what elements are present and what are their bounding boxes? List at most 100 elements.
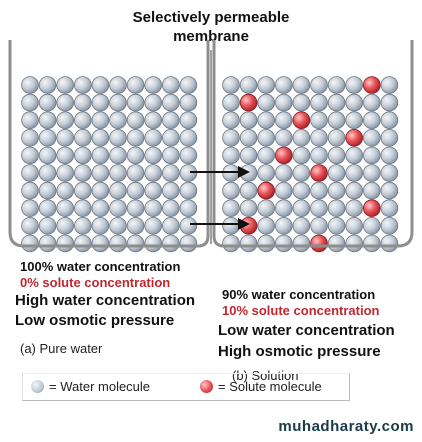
- right-water-molecule: [327, 181, 346, 200]
- left-water-molecule: [91, 234, 110, 253]
- solution-molecules: [222, 76, 399, 253]
- right-beaker-wall: [212, 40, 414, 248]
- right-water-molecule: [257, 164, 276, 182]
- left-water-molecule: [144, 146, 163, 165]
- right-water-molecule: [274, 93, 293, 112]
- right-water-molecule: [257, 217, 276, 235]
- right-water-molecule: [380, 76, 399, 94]
- left-water-molecule: [74, 181, 92, 200]
- left-water-molecule: [162, 199, 180, 218]
- right-water-molecule: [380, 234, 399, 253]
- left-water-molecule: [21, 217, 39, 235]
- right-water-molecule: [327, 93, 346, 112]
- left-water-molecule: [91, 217, 110, 235]
- right-water-molecule: [327, 129, 346, 147]
- right-water-molecule: [274, 217, 293, 235]
- right-water-molecule: [274, 164, 293, 182]
- left-water-molecule: [144, 93, 163, 112]
- left-water-molecule: [56, 181, 74, 200]
- left-water-molecule: [179, 93, 198, 112]
- left-water-concentration: 100% water concentration: [20, 259, 181, 274]
- left-water-molecule: [109, 164, 127, 182]
- right-water-molecule: [239, 181, 258, 200]
- arrow-lower: [190, 218, 250, 230]
- left-water-molecule: [144, 111, 163, 129]
- right-water-molecule: [380, 146, 399, 165]
- right-water-molecule: [327, 76, 346, 94]
- left-water-molecule: [126, 129, 145, 147]
- right-solute-molecule: [239, 93, 258, 112]
- right-water-molecule: [257, 234, 276, 253]
- right-water-molecule: [274, 111, 293, 129]
- legend-solute-label: = Solute molecule: [218, 379, 322, 394]
- left-water-molecule: [91, 164, 110, 182]
- right-water-molecule: [222, 199, 240, 218]
- left-water-molecule: [74, 76, 92, 94]
- right-solute-molecule: [345, 129, 364, 147]
- right-water-molecule: [362, 234, 381, 253]
- left-water-molecule: [91, 111, 110, 129]
- arrow-upper: [190, 166, 250, 178]
- left-water-molecule: [109, 111, 127, 129]
- right-water-molecule: [292, 234, 311, 253]
- left-water-molecule: [126, 93, 145, 112]
- left-water-molecule: [109, 76, 127, 94]
- left-water-molecule: [162, 111, 180, 129]
- left-water-molecule: [56, 234, 74, 253]
- left-water-molecule: [144, 76, 163, 94]
- right-water-concentration: 90% water concentration: [222, 287, 376, 302]
- osmosis-diagram: [8, 40, 414, 253]
- left-water-molecule: [74, 93, 92, 112]
- right-water-molecule: [257, 93, 276, 112]
- right-water-molecule: [239, 199, 258, 218]
- legend-water-label: = Water molecule: [49, 379, 151, 394]
- left-water-molecule: [74, 111, 92, 129]
- right-water-molecule: [362, 146, 381, 165]
- left-water-molecule: [21, 93, 39, 112]
- left-water-molecule: [91, 76, 110, 94]
- left-water-molecule: [74, 199, 92, 218]
- left-water-molecule: [21, 234, 39, 253]
- right-water-molecule: [274, 234, 293, 253]
- right-water-molecule: [380, 181, 399, 200]
- left-water-molecule: [56, 129, 74, 147]
- right-water-molecule: [222, 234, 240, 253]
- left-water-molecule: [162, 76, 180, 94]
- right-solute-concentration: 10% solute concentration: [222, 303, 380, 318]
- left-water-molecule: [91, 93, 110, 112]
- right-water-molecule: [274, 181, 293, 200]
- left-water-molecule: [56, 76, 74, 94]
- left-water-molecule: [91, 146, 110, 165]
- right-water-molecule: [362, 164, 381, 182]
- left-water-molecule: [56, 217, 74, 235]
- right-water-molecule: [274, 199, 293, 218]
- left-water-molecule: [38, 199, 57, 218]
- right-water-molecule: [310, 129, 328, 147]
- right-water-molecule: [222, 111, 240, 129]
- right-water-molecule: [222, 93, 240, 112]
- left-water-molecule: [144, 199, 163, 218]
- left-water-molecule: [179, 146, 198, 165]
- right-water-molecule: [222, 129, 240, 147]
- right-solute-molecule: [310, 234, 328, 253]
- right-water-molecule: [380, 93, 399, 112]
- left-water-molecule: [162, 181, 180, 200]
- left-water-molecule: [91, 181, 110, 200]
- left-water-molecule: [38, 129, 57, 147]
- right-water-molecule: [362, 217, 381, 235]
- left-water-molecule: [56, 111, 74, 129]
- left-water-molecule: [74, 146, 92, 165]
- left-water-molecule: [126, 146, 145, 165]
- right-solute-molecule: [257, 181, 276, 200]
- left-water-molecule: [21, 111, 39, 129]
- left-water-molecule: [109, 217, 127, 235]
- right-water-molecule: [345, 111, 364, 129]
- right-water-molecule: [257, 111, 276, 129]
- right-water-molecule: [380, 164, 399, 182]
- right-water-molecule: [292, 217, 311, 235]
- right-water-molecule: [239, 234, 258, 253]
- right-water-molecule: [345, 164, 364, 182]
- right-water-molecule: [257, 129, 276, 147]
- right-water-molecule: [274, 129, 293, 147]
- left-water-molecule: [179, 181, 198, 200]
